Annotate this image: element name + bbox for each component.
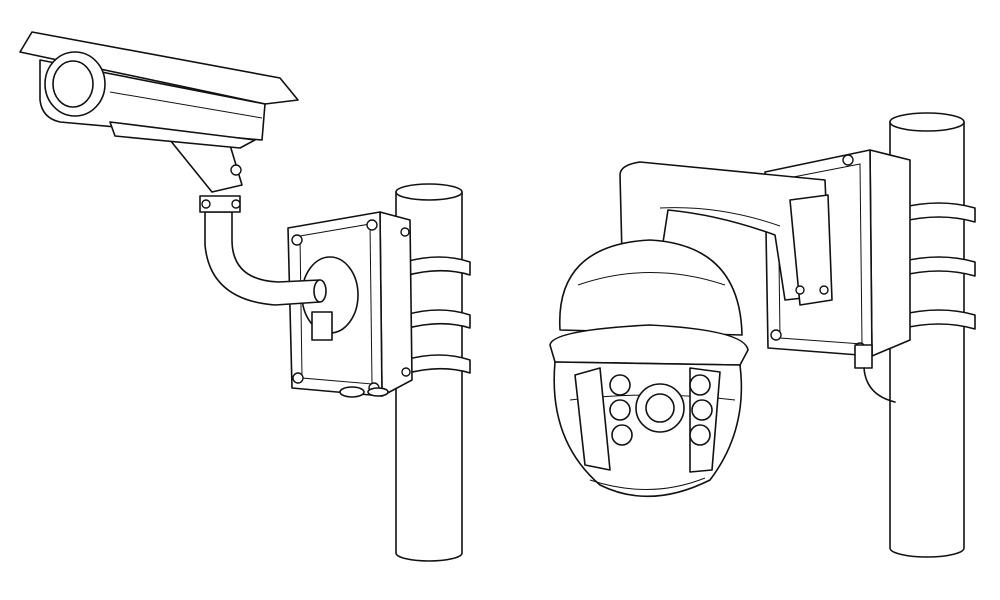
ptz-dome-camera bbox=[549, 239, 749, 498]
left-junction-box bbox=[287, 211, 413, 398]
left-pole bbox=[395, 183, 463, 562]
left-bracket-arm bbox=[169, 139, 327, 306]
ptz-wall-arm bbox=[619, 161, 833, 306]
right-pole-clamps bbox=[899, 202, 976, 330]
bullet-camera bbox=[19, 31, 299, 149]
left-pole-clamps bbox=[404, 256, 471, 375]
